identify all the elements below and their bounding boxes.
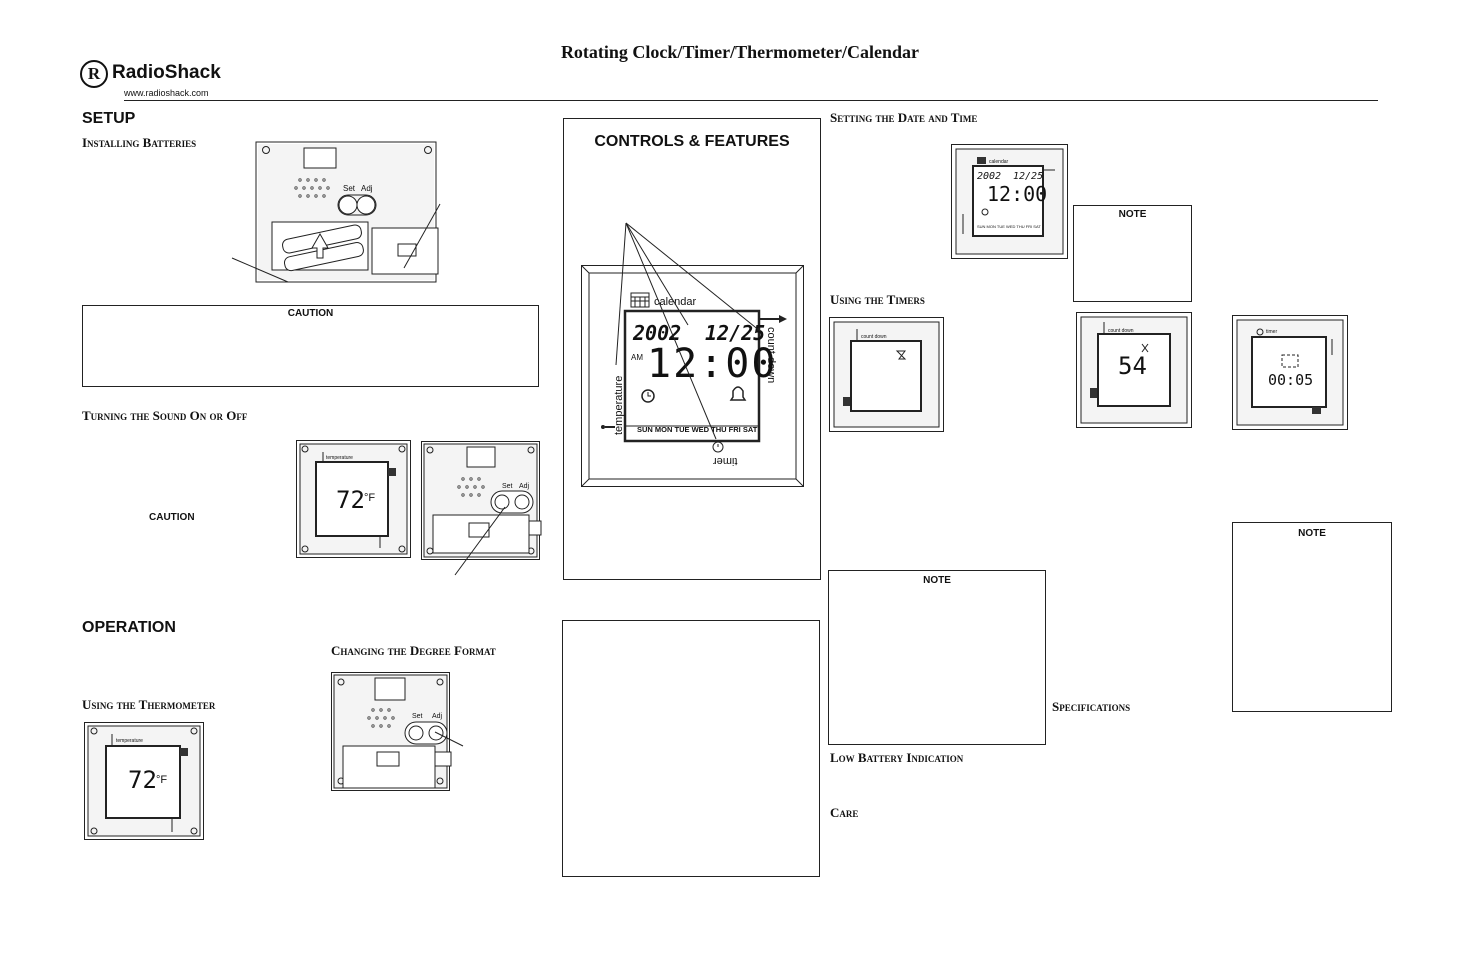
timer-elapsed: 00:05 xyxy=(1268,371,1314,389)
note-box-2: NOTE xyxy=(828,570,1046,745)
device-face-frame xyxy=(84,722,204,840)
lcd-weekdays: SUN MON TUE WED THU FRI SAT xyxy=(977,224,1041,229)
heading-setting-date-time: Setting the Date and Time xyxy=(830,110,978,125)
timer-label: timer xyxy=(1266,329,1278,335)
timer-count: 54 xyxy=(1118,352,1147,380)
heading-changing-degree: Changing the Degree Format xyxy=(331,643,496,658)
note-box-3: NOTE xyxy=(1232,522,1392,712)
section-operation: OPERATION xyxy=(82,619,176,636)
lcd-time: 12:00 xyxy=(647,341,778,387)
callout-lines xyxy=(615,222,761,440)
brand-website: www.radioshack.com xyxy=(124,88,209,98)
adj-label: Adj xyxy=(432,713,443,720)
heading-installing-batteries: Installing Batteries xyxy=(82,135,197,150)
countdown-pointer-icon xyxy=(759,315,787,323)
calendar-icon xyxy=(630,292,650,308)
device-face-frame xyxy=(951,144,1068,259)
set-label: Set xyxy=(502,483,513,490)
count-down-label: count down xyxy=(1108,328,1134,334)
brand-name: RadioShack xyxy=(112,62,221,83)
thermometer-face-illustration: 72 °F temperature xyxy=(296,440,411,558)
heading-turning-sound: Turning the Sound On or Off xyxy=(82,408,248,423)
device-back-illustration xyxy=(331,672,464,791)
heading-care: Care xyxy=(830,805,859,820)
device-face-frame xyxy=(1232,315,1348,430)
device-face-frame xyxy=(581,265,804,487)
main-clock-illustration: calendar 2002 12/25 AM 12:00 SUN MON TUE… xyxy=(581,265,804,487)
temperature-label: temperature xyxy=(116,738,143,744)
header-rule xyxy=(124,100,1378,101)
caution-box: CAUTION xyxy=(82,305,539,387)
temp-unit: °F xyxy=(364,492,376,504)
brand-logo: R RadioShack www.radioshack.com xyxy=(80,60,260,100)
brand-mark-icon: R xyxy=(80,60,108,88)
page-title: Rotating Clock/Timer/Thermometer/Calenda… xyxy=(560,42,920,62)
countdown-face-illustration: count down xyxy=(829,317,944,432)
section-setup: SETUP xyxy=(82,110,136,127)
temperature-label: temperature xyxy=(326,455,353,461)
clock-icon xyxy=(641,389,655,403)
caution-title: CAUTION xyxy=(287,308,334,319)
timer-label: timer xyxy=(713,455,738,467)
controls-features-title: CONTROLS & FEATURES xyxy=(594,133,790,150)
note-title: NOTE xyxy=(1118,209,1147,220)
heading-using-thermometer: Using the Thermometer xyxy=(82,697,216,712)
thermometer-face-illustration: 72 °F temperature xyxy=(84,722,204,840)
device-face-frame xyxy=(296,440,411,558)
countdown-running-face-illustration: count down 54 xyxy=(1076,312,1192,428)
bell-icon xyxy=(729,386,747,401)
lcd-date: 12/25 xyxy=(705,321,766,345)
caution-inline: CAUTION xyxy=(149,512,195,523)
battery-install-illustration xyxy=(231,141,441,283)
count-down-label: count down xyxy=(861,334,887,340)
device-back-illustration xyxy=(421,441,542,576)
note-box-1: NOTE xyxy=(1073,205,1192,302)
temp-unit: °F xyxy=(156,774,168,786)
lcd-weekdays: SUN MON TUE WED THU FRI SAT xyxy=(637,425,758,434)
lcd-time: 12:00 xyxy=(987,182,1048,206)
adj-label: Adj xyxy=(361,184,373,193)
device-face-frame xyxy=(1076,312,1192,428)
calendar-label: calendar xyxy=(989,159,1009,165)
heading-specifications: Specifications xyxy=(1052,699,1131,714)
timer-icon xyxy=(712,441,724,453)
timer-face-illustration: timer 00:05 xyxy=(1232,315,1348,430)
set-label: Set xyxy=(343,184,356,193)
lcd-year: 2002 xyxy=(977,171,1002,182)
lcd-date: 12/25 xyxy=(1013,171,1044,182)
heading-using-timers: Using the Timers xyxy=(830,292,925,307)
thermometer-icon xyxy=(601,425,615,429)
heading-low-battery: Low Battery Indication xyxy=(830,750,964,765)
calendar-label: calendar xyxy=(654,296,697,308)
lcd-year: 2002 xyxy=(633,321,682,345)
note-title: NOTE xyxy=(1298,528,1326,539)
empty-text-box xyxy=(562,620,820,877)
set-label: Set xyxy=(412,713,423,720)
device-face-frame xyxy=(829,317,944,432)
temp-value: 72 xyxy=(336,486,365,514)
adj-label: Adj xyxy=(519,483,530,490)
lcd-am: AM xyxy=(631,353,643,362)
temp-value: 72 xyxy=(128,766,157,794)
date-time-clock-illustration: calendar 2002 12/25 12:00 SUN MON TUE WE… xyxy=(951,144,1068,259)
note-title: NOTE xyxy=(923,575,951,586)
